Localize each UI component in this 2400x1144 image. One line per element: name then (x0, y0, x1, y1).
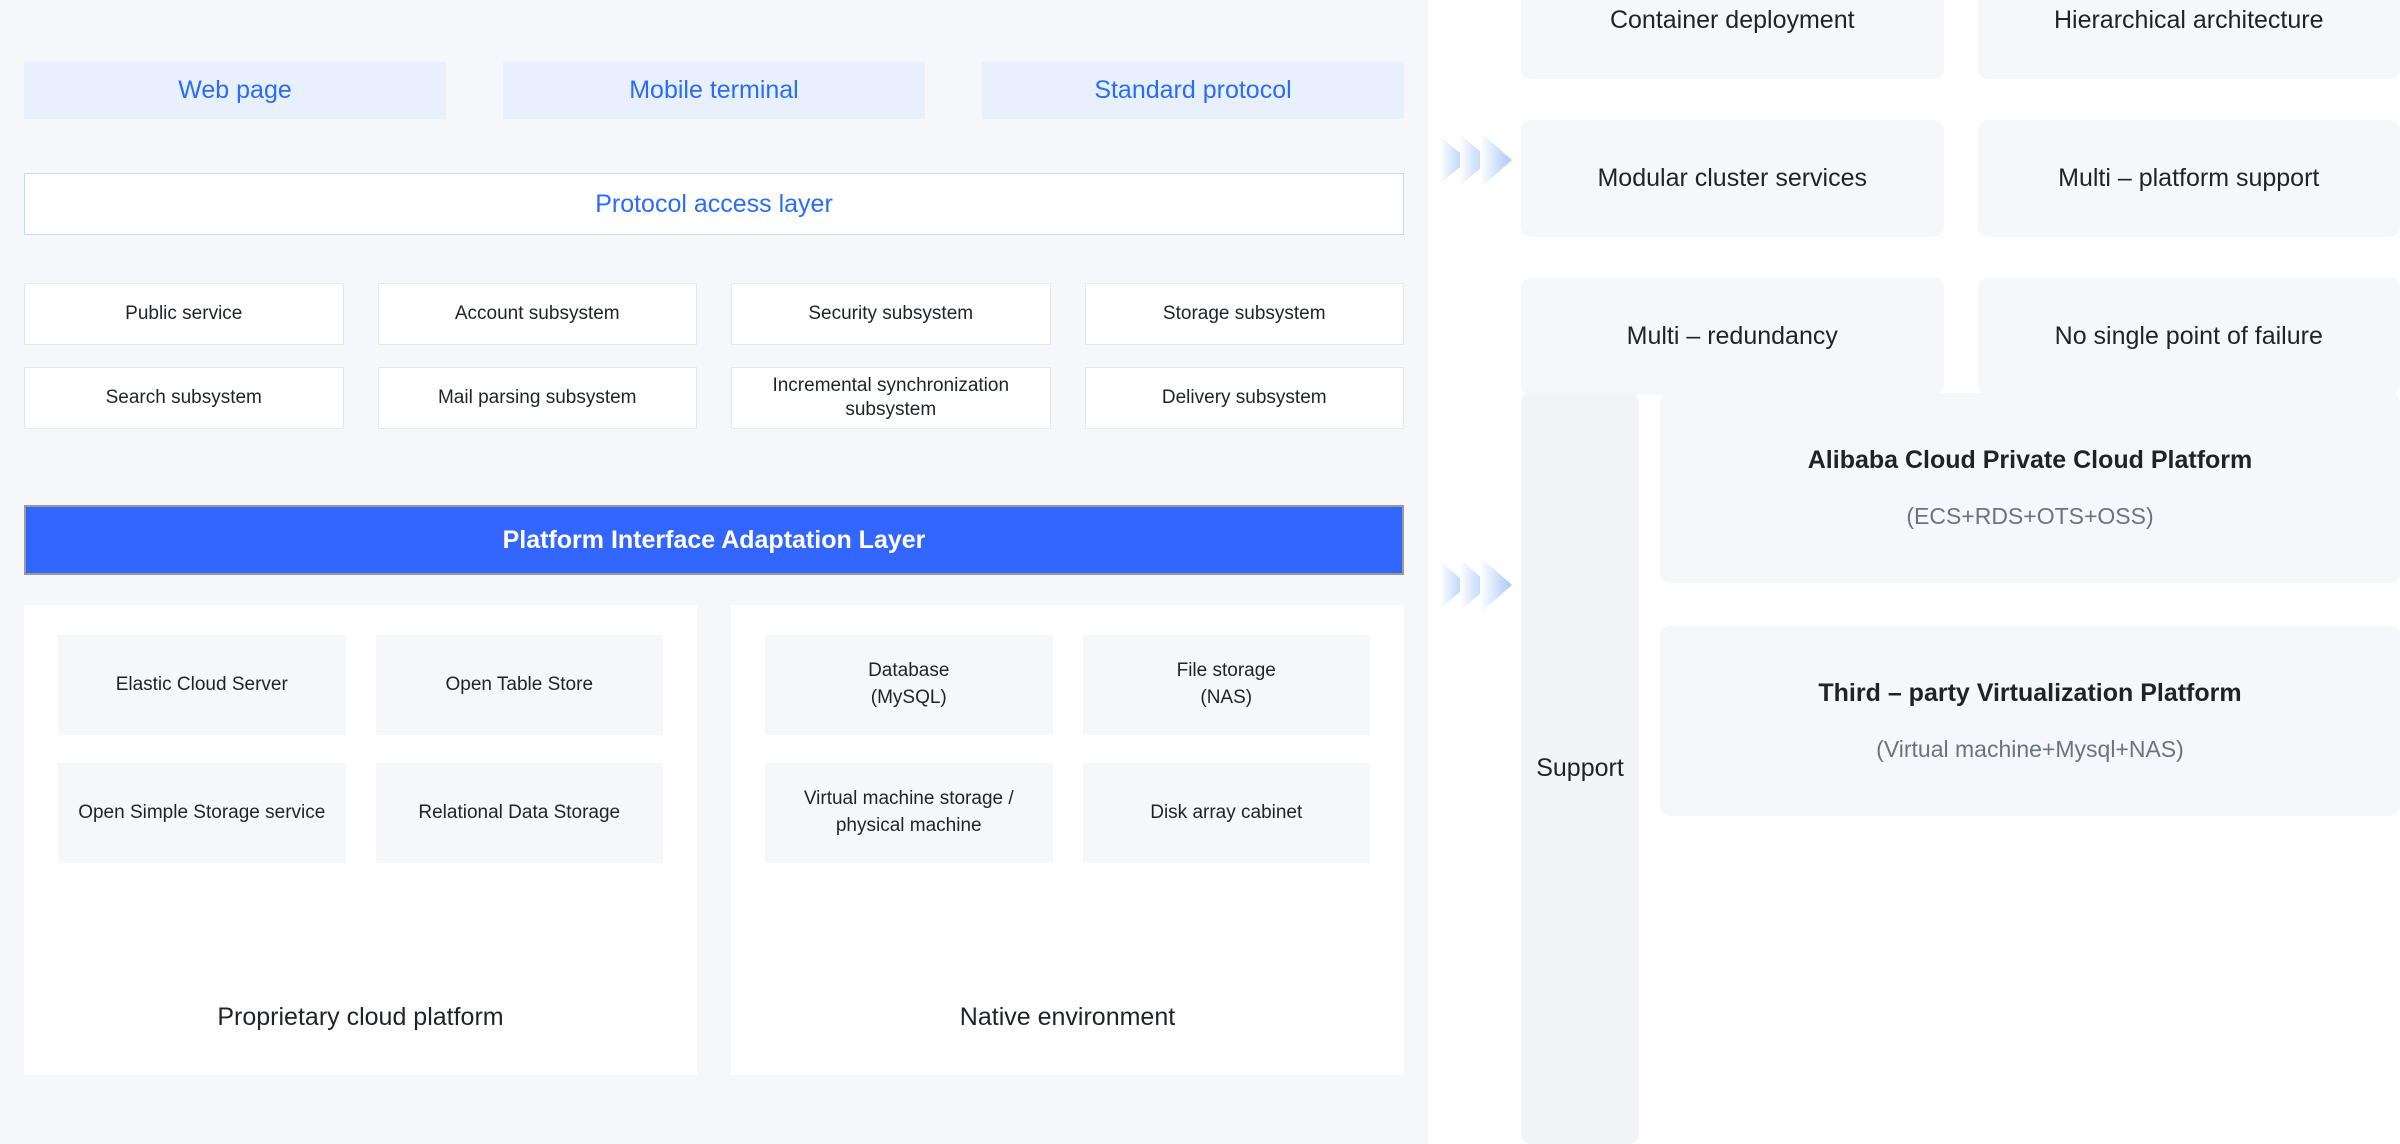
platform-panel-row: Elastic Cloud Server Open Table Store Op… (24, 605, 1404, 1075)
feature-card-container-deployment[interactable]: Container deployment (1521, 0, 1944, 79)
double-chevron-right-icon (1438, 122, 1514, 198)
proprietary-cloud-platform-caption: Proprietary cloud platform (58, 959, 663, 1075)
subsystem-label: Public service (125, 303, 243, 325)
feature-label: No single point of failure (2054, 322, 2323, 350)
tile-label: Open Table Store (445, 673, 594, 695)
feature-card-modular-cluster-services[interactable]: Modular cluster services (1521, 120, 1944, 237)
protocol-access-layer: Protocol access layer (24, 173, 1404, 235)
panel-caption-label: Proprietary cloud platform (217, 1002, 504, 1031)
access-card-label: Mobile terminal (629, 76, 799, 104)
support-card-title: Alibaba Cloud Private Cloud Platform (1807, 446, 2253, 474)
subsystem-card-account[interactable]: Account subsystem (377, 283, 697, 345)
access-card-mobile-terminal[interactable]: Mobile terminal (503, 62, 925, 119)
subsystem-card-mail-parsing[interactable]: Mail parsing subsystem (377, 367, 697, 429)
tile-label-line1: File storage (1176, 660, 1276, 682)
support-card-alibaba-cloud-private-cloud[interactable]: Alibaba Cloud Private Cloud Platform (EC… (1660, 393, 2400, 583)
access-card-label: Web page (178, 76, 292, 104)
support-card-list: Alibaba Cloud Private Cloud Platform (EC… (1660, 393, 2400, 816)
feature-card-grid: Container deployment Hierarchical archit… (1521, 0, 2400, 395)
tile-text-block: Disk array cabinet (1150, 800, 1302, 827)
native-environment-panel: Database (MySQL) File storage (NAS) Virt… (731, 605, 1404, 1075)
subsystem-card-delivery[interactable]: Delivery subsystem (1084, 367, 1404, 429)
feature-card-multi-platform-support[interactable]: Multi – platform support (1977, 120, 2400, 237)
support-label: Support (1536, 754, 1624, 782)
proprietary-tile-grid: Elastic Cloud Server Open Table Store Op… (58, 635, 663, 863)
feature-card-multi-redundancy[interactable]: Multi – redundancy (1521, 278, 1944, 395)
subsystem-card-search[interactable]: Search subsystem (24, 367, 344, 429)
tile-text-block: File storage (NAS) (1177, 658, 1276, 711)
native-tile-grid: Database (MySQL) File storage (NAS) Virt… (765, 635, 1370, 863)
tile-open-table-store[interactable]: Open Table Store (375, 635, 663, 735)
panel-caption-label: Native environment (959, 1002, 1176, 1031)
subsystem-label: Mail parsing subsystem (437, 387, 637, 409)
adaptation-layer-label: Platform Interface Adaptation Layer (502, 525, 926, 554)
subsystem-label: Security subsystem (808, 303, 974, 325)
subsystem-grid: Public service Account subsystem Securit… (24, 283, 1404, 429)
right-features-panel: Container deployment Hierarchical archit… (1428, 0, 2400, 1144)
tile-file-storage-nas[interactable]: File storage (NAS) (1082, 635, 1370, 735)
tile-disk-array-cabinet[interactable]: Disk array cabinet (1082, 763, 1370, 863)
tile-open-simple-storage-service[interactable]: Open Simple Storage service (58, 763, 346, 863)
subsystem-label: Storage subsystem (1162, 303, 1326, 325)
access-card-standard-protocol[interactable]: Standard protocol (982, 62, 1404, 119)
platform-interface-adaptation-layer: Platform Interface Adaptation Layer (24, 505, 1404, 575)
access-card-row: Web page Mobile terminal Standard protoc… (24, 62, 1404, 119)
tile-label-line2: (NAS) (1200, 687, 1253, 708)
native-environment-caption: Native environment (765, 959, 1370, 1075)
support-card-third-party-virtualization[interactable]: Third – party Virtualization Platform (V… (1660, 626, 2400, 816)
tile-elastic-cloud-server[interactable]: Elastic Cloud Server (58, 635, 346, 735)
access-card-web-page[interactable]: Web page (24, 62, 446, 119)
support-card-subtitle: (ECS+RDS+OTS+OSS) (1906, 503, 2154, 529)
tile-label-line2: (MySQL) (870, 687, 947, 708)
tile-label-line1: Disk array cabinet (1150, 801, 1303, 823)
tile-label-line1: Database (868, 660, 950, 682)
feature-label: Container deployment (1609, 6, 1855, 34)
access-card-label: Standard protocol (1094, 76, 1292, 104)
support-card-title: Third – party Virtualization Platform (1818, 679, 2242, 707)
tile-relational-data-storage[interactable]: Relational Data Storage (375, 763, 663, 863)
subsystem-label: Search subsystem (105, 387, 262, 409)
feature-label: Hierarchical architecture (2053, 6, 2324, 34)
double-chevron-right-icon-support (1438, 547, 1514, 623)
tile-label-line1: Virtual machine storage / (803, 788, 1014, 810)
tile-virtual-machine-storage[interactable]: Virtual machine storage / physical machi… (765, 763, 1053, 863)
tile-text-block: Virtual machine storage / physical machi… (804, 786, 1014, 839)
proprietary-cloud-platform-panel: Elastic Cloud Server Open Table Store Op… (24, 605, 697, 1075)
feature-label: Modular cluster services (1597, 164, 1868, 192)
tile-label-line2: physical machine (835, 815, 982, 836)
subsystem-card-public-service[interactable]: Public service (24, 283, 344, 345)
tile-label: Open Simple Storage service (78, 801, 326, 823)
feature-label: Multi – platform support (2058, 164, 2320, 192)
support-card-subtitle: (Virtual machine+Mysql+NAS) (1876, 736, 2184, 762)
feature-label: Multi – redundancy (1626, 322, 1838, 350)
tile-text-block: Database (MySQL) (868, 658, 949, 711)
left-architecture-panel: Web page Mobile terminal Standard protoc… (24, 62, 1404, 1075)
feature-card-no-single-point-of-failure[interactable]: No single point of failure (1977, 278, 2400, 395)
subsystem-card-security[interactable]: Security subsystem (731, 283, 1051, 345)
subsystem-label: Delivery subsystem (1161, 387, 1327, 409)
support-label-box: Support (1521, 393, 1639, 1144)
subsystem-label: Incremental synchronization subsystem (772, 375, 1010, 420)
feature-card-hierarchical-architecture[interactable]: Hierarchical architecture (1977, 0, 2400, 79)
tile-label: Relational Data Storage (418, 801, 621, 823)
tile-database-mysql[interactable]: Database (MySQL) (765, 635, 1053, 735)
tile-label: Elastic Cloud Server (115, 673, 288, 695)
subsystem-card-incremental-sync[interactable]: Incremental synchronization subsystem (731, 367, 1051, 429)
subsystem-label: Account subsystem (454, 303, 620, 325)
protocol-access-layer-label: Protocol access layer (595, 189, 833, 218)
subsystem-card-storage[interactable]: Storage subsystem (1084, 283, 1404, 345)
